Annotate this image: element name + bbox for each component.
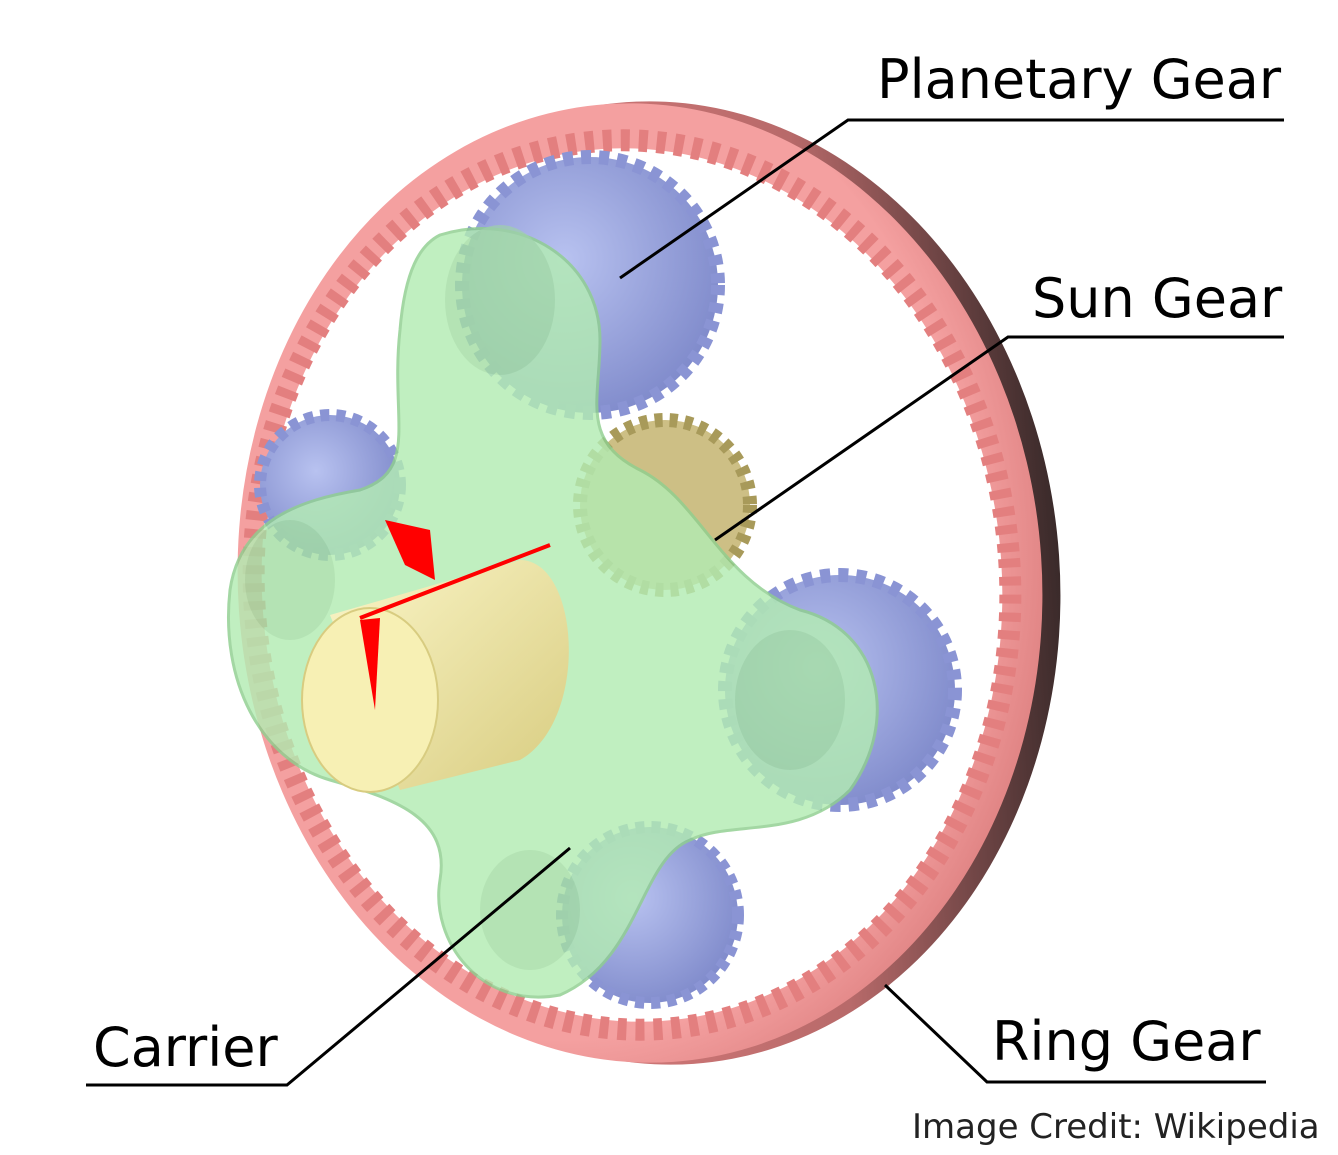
sun-gear-label: Sun Gear xyxy=(1032,267,1283,330)
sun-gear-leader xyxy=(714,335,1284,542)
alignment-marker xyxy=(359,520,551,710)
carrier-label: Carrier xyxy=(93,1016,278,1079)
ring-gear-label: Ring Gear xyxy=(992,1010,1261,1073)
carrier-leader xyxy=(86,846,571,1087)
planetary-gear-leader xyxy=(619,118,1284,280)
ring-gear-leader xyxy=(883,983,1266,1084)
input-shaft xyxy=(301,560,569,793)
leader-lines xyxy=(86,118,1284,1087)
planetary-gear-label: Planetary Gear xyxy=(877,48,1282,111)
image-credit: Image Credit: Wikipedia xyxy=(912,1107,1320,1147)
